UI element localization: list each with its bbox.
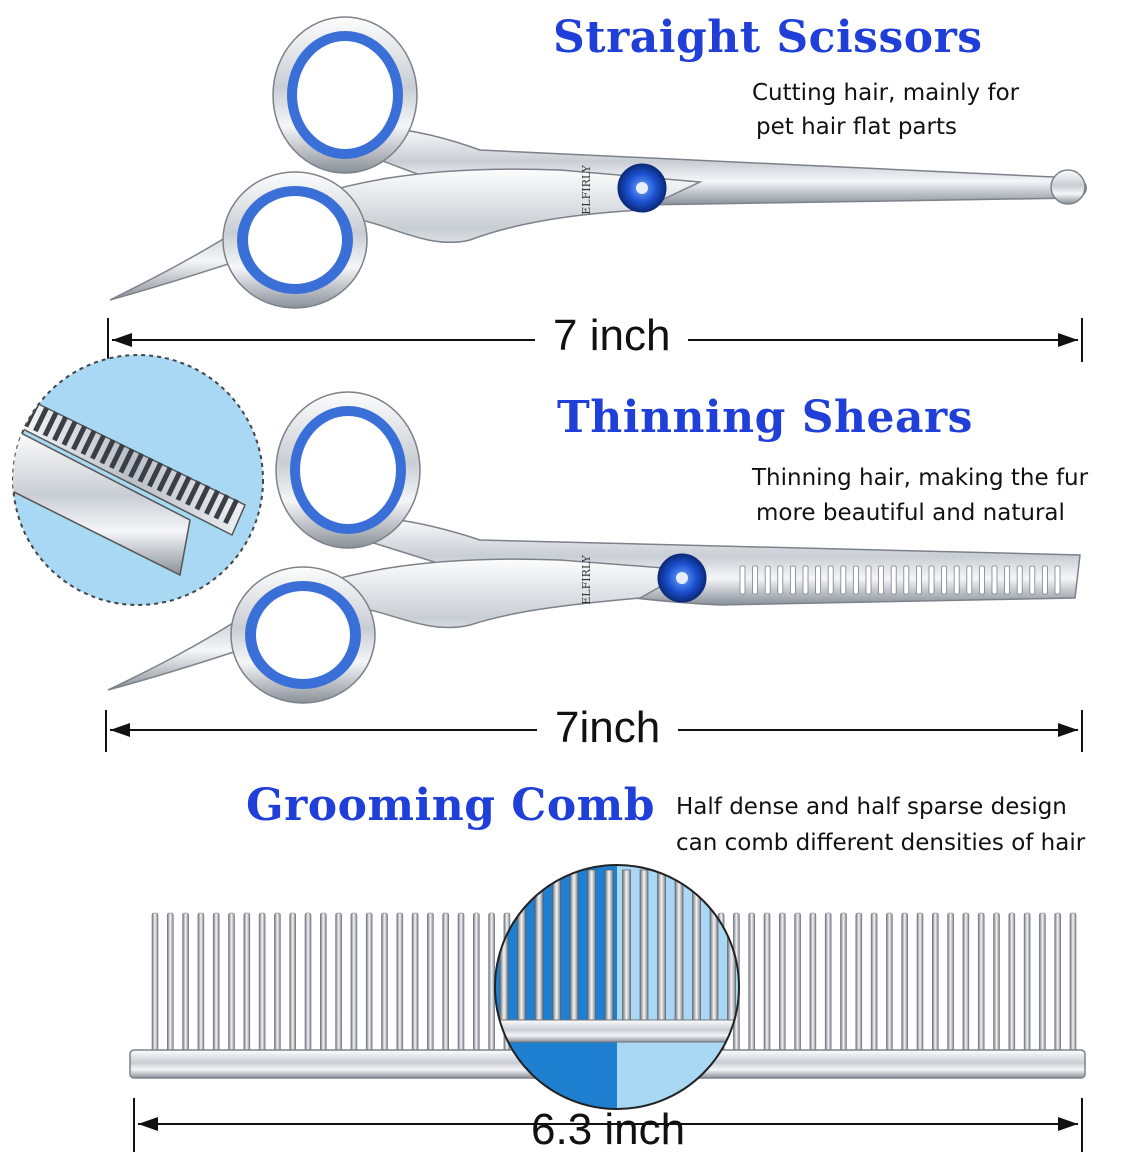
thinning-brand-text: ELFIRLY <box>580 555 593 605</box>
straight-scissors-title: Straight Scissors <box>553 12 983 63</box>
straight-scissors-dimension: 7 inch <box>535 311 689 361</box>
straight-brand-text: ELFIRLY <box>580 165 593 215</box>
comb-zoom-icon <box>494 864 740 1110</box>
teeth-zoom-icon <box>12 354 264 606</box>
straight-scissors-desc-line1: Cutting hair, mainly for <box>752 80 1020 106</box>
straight-scissors-desc-line2: pet hair flat parts <box>756 114 957 140</box>
comb-dimension-line <box>133 1098 1083 1152</box>
thinning-shears-desc-line1: Thinning hair, making the fur <box>752 465 1089 491</box>
thinning-shears-desc-line2: more beautiful and natural <box>756 500 1065 526</box>
grooming-comb-dimension: 6.3 inch <box>531 1105 686 1154</box>
thinning-shears-title: Thinning Shears <box>557 392 973 443</box>
thinning-shears-dimension: 7inch <box>537 703 679 753</box>
straight-scissors-icon <box>109 16 1087 309</box>
grooming-comb-desc-line2: can comb different densities of hair <box>676 830 1086 856</box>
thinning-shears-icon <box>107 391 1081 704</box>
grooming-comb-desc-line1: Half dense and half sparse design <box>676 794 1067 820</box>
grooming-comb-title: Grooming Comb <box>246 780 655 831</box>
